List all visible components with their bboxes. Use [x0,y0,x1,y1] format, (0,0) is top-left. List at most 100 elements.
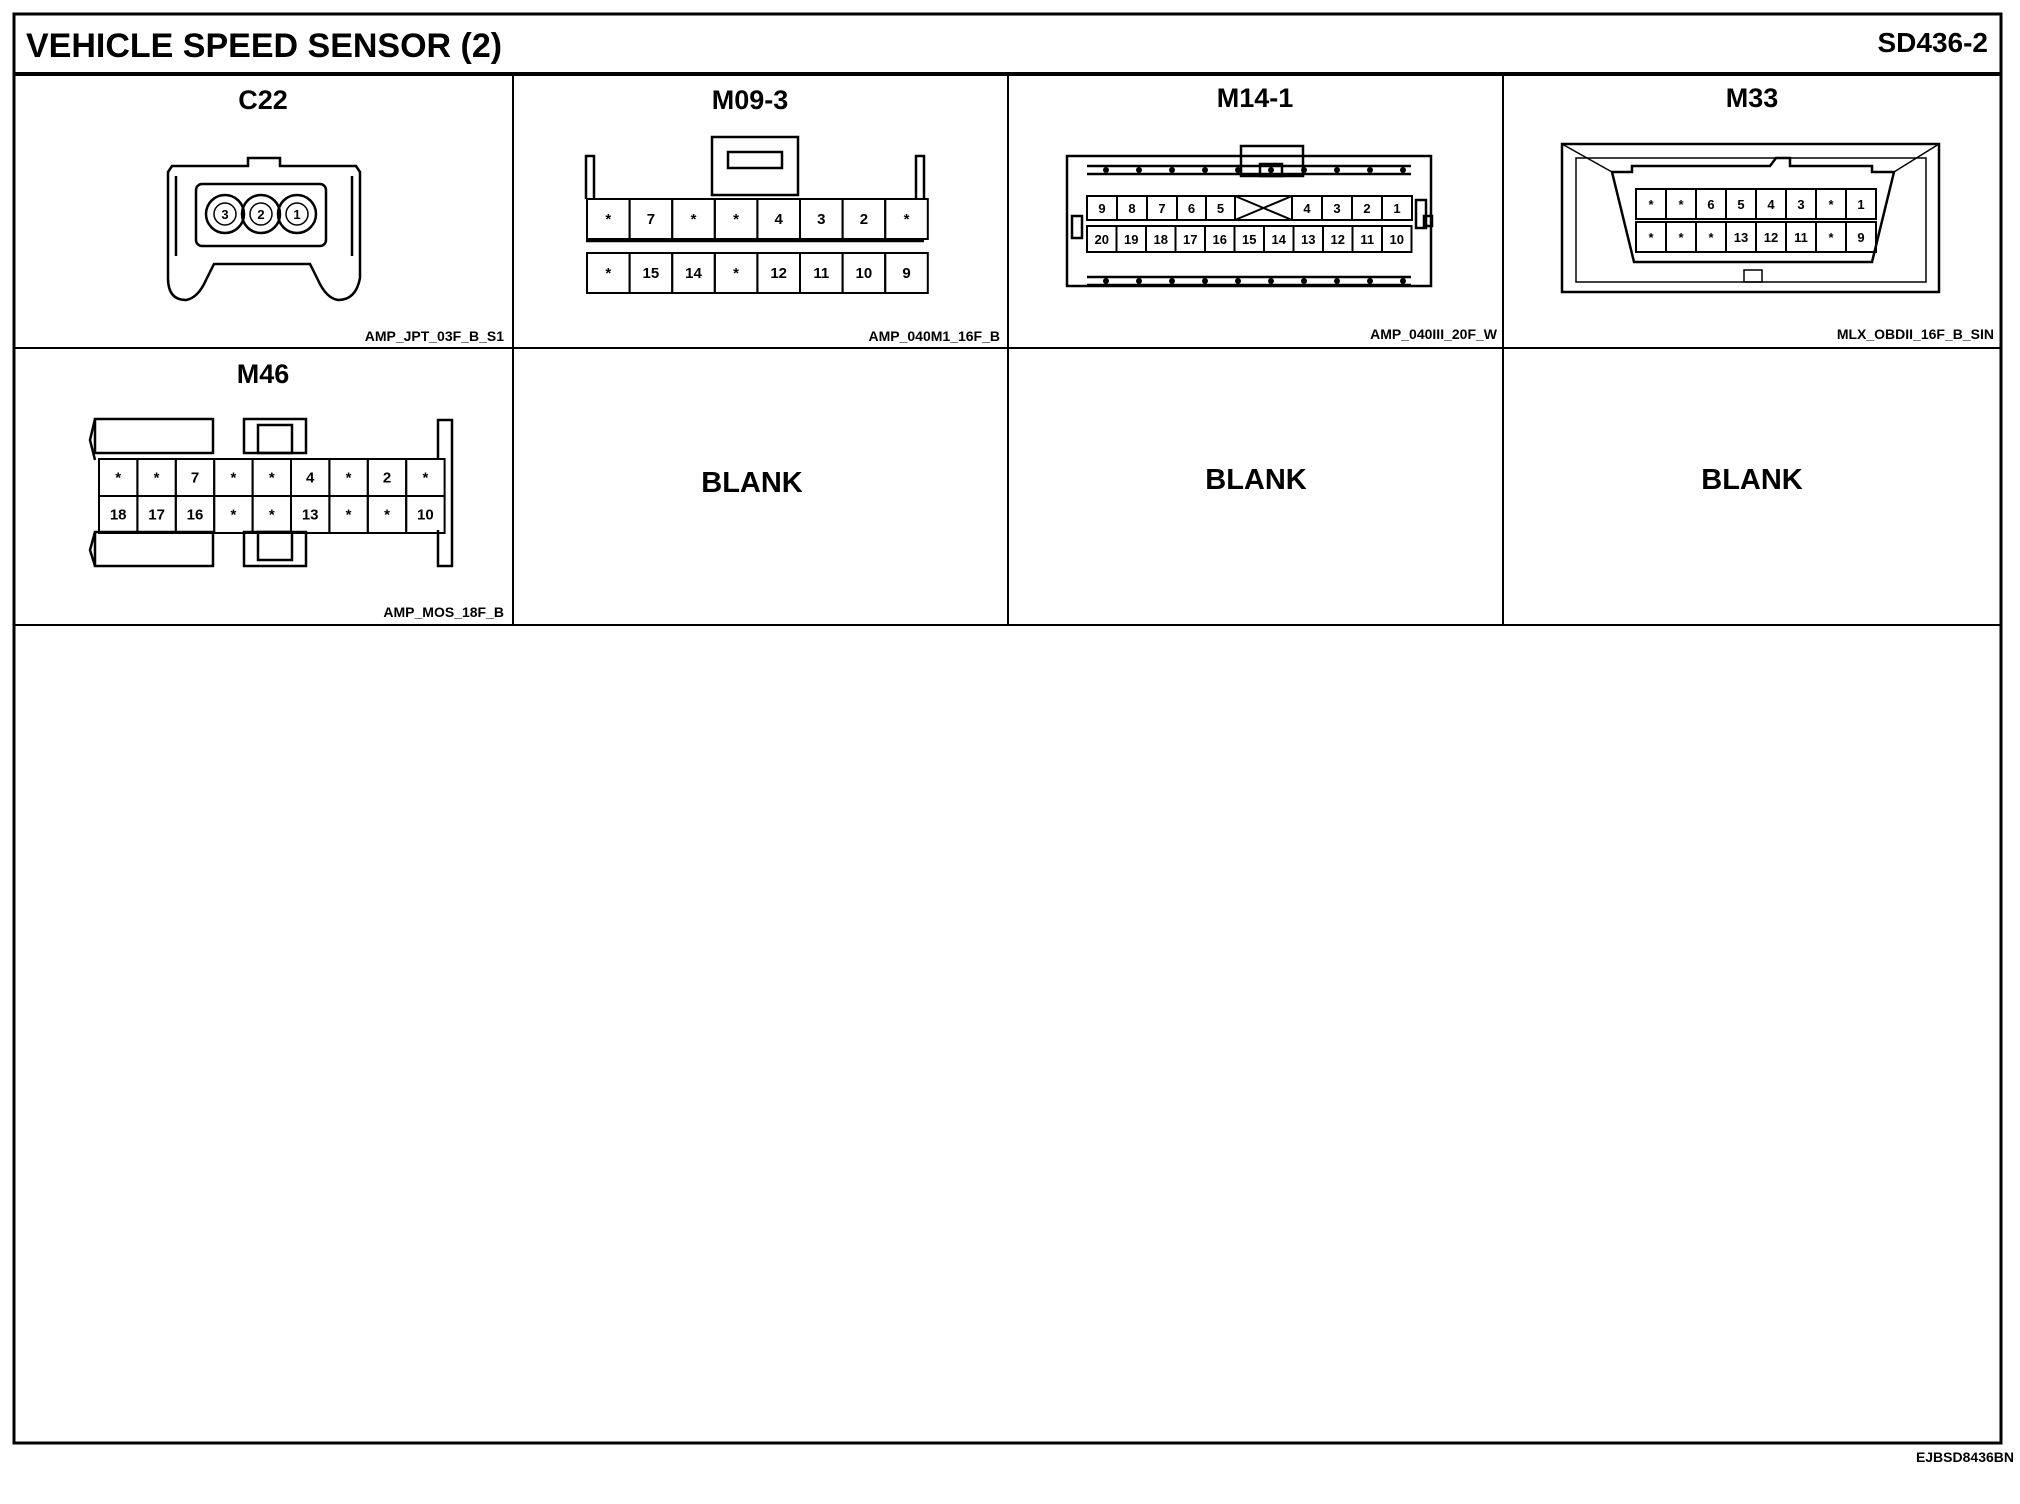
connector-m09-3-housing [584,135,926,243]
pin-label: 6 [1188,201,1195,216]
connector-part-number: AMP_040III_20F_W [1370,326,1498,342]
pin-cell: * [1815,221,1847,253]
pin-label: 14 [685,265,702,282]
pin-cell: * [1665,188,1697,220]
pin-cell: 13 [290,495,331,534]
pin-label: 3 [1797,197,1804,212]
pin-label: 4 [1303,201,1311,216]
pin-label: * [1708,230,1714,245]
pin-label: * [1828,197,1834,212]
connector-m46-housing [88,417,454,568]
pin-label: 12 [770,265,787,282]
connector-id: M09-3 [712,85,789,115]
pin-cell: 7 [174,458,216,497]
pin-label: 13 [1734,230,1748,245]
pin-cell: 15 [628,252,674,294]
pin-label: 18 [110,507,127,524]
pin-cell: * [586,252,631,294]
pin-label: 2 [383,470,391,487]
connector-part-number: AMP_MOS_18F_B [383,604,504,620]
pin-cell: 16 [1204,225,1236,253]
pin-label: * [346,470,352,487]
pin-cell: * [405,458,446,497]
pin-label: 4 [775,211,784,228]
pin-label: 18 [1154,232,1168,247]
connector-part-number: AMP_JPT_03F_B_S1 [365,328,505,344]
diagram-code: SD436-2 [1877,27,1988,58]
pin-label: * [733,265,739,282]
pin-cell: 1 [1845,188,1877,220]
pin-cell [1234,195,1293,221]
pin-label: 5 [1737,197,1744,212]
pin-cell: 8 [1116,195,1148,221]
pin-label: * [422,470,428,487]
pin-cell: 4 [1755,188,1787,220]
pin-cell: 2 [366,458,408,497]
pin-cell: 18 [1145,225,1177,253]
connector-c22-housing [166,156,362,302]
pin-label: 10 [1390,232,1404,247]
pin-cell: 1 [1381,195,1413,221]
pin-cell: 18 [98,495,139,534]
document-id: EJBSD8436BN [1916,1449,2014,1465]
pin-label: 2 [1363,201,1370,216]
pin-cell: * [586,198,631,240]
pin-cell: * [1665,221,1697,253]
pin-cell: * [366,495,408,534]
pin-label: * [605,265,611,282]
pin-label: * [733,211,739,228]
pin-label: 7 [1158,201,1165,216]
pin-cell: 15 [1233,225,1265,253]
pin-label: 3 [817,211,825,228]
pin-cell: * [1635,188,1667,220]
pin-cell: 13 [1292,225,1324,253]
pin-label: 10 [856,265,873,282]
pin-cell: * [98,458,139,497]
pin-label: * [230,470,236,487]
pin-cell: * [884,198,929,240]
pin-cell: 6 [1176,195,1207,221]
pin-cell: 7 [1146,195,1178,221]
pin-label: * [1828,230,1834,245]
pin-cell: 10 [405,495,446,534]
pin-cell: * [1815,188,1847,220]
pin-label: 15 [1242,232,1256,247]
m14-1-latch-dots [1103,167,1406,284]
pin-cell: * [713,252,759,294]
connector-id: C22 [238,85,288,115]
pin-cell: 4 [290,458,331,497]
blank-cell-label: BLANK [701,467,803,499]
pin-cell: 12 [1755,221,1787,253]
pin-cell: 12 [1322,225,1354,253]
pin-label: * [1648,197,1654,212]
pin-cell: * [1695,221,1727,253]
pin-label: * [904,211,910,228]
pin-label: * [346,507,352,524]
connector-id: M46 [237,359,290,389]
pin-cell: * [136,458,177,497]
pin-cell: 11 [1351,225,1383,253]
pin-cell: * [213,458,254,497]
pin-label: 15 [643,265,660,282]
pin-cell: * [213,495,254,534]
pin-label: 6 [1707,197,1714,212]
pin-cell: 9 [1086,195,1118,221]
pin-cell: 5 [1725,188,1757,220]
pin-cell: 6 [1695,188,1727,220]
pin-label: 11 [1360,232,1374,247]
pin-cell: 11 [1785,221,1817,253]
pin-cell: 11 [799,252,844,294]
pin-label: 8 [1128,201,1135,216]
connector-id: M33 [1726,83,1779,113]
pin-cell: * [713,198,759,240]
pin-cell: 7 [628,198,674,240]
pin-label: 13 [302,507,319,524]
